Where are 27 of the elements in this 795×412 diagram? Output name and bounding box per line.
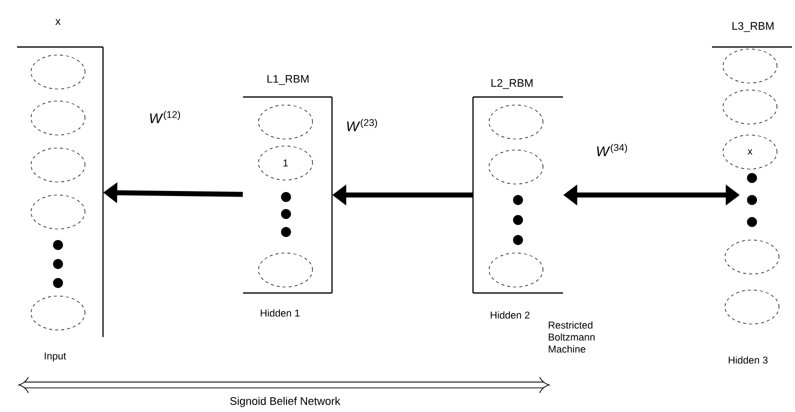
unit-ellipse: [258, 252, 313, 288]
unit-ellipse: [30, 148, 86, 182]
note-text: Restricted Boltzmann Machine: [548, 321, 595, 353]
layer-caption: Hidden 3: [728, 356, 768, 364]
weight-label: W$^{(12)}$: [148, 110, 182, 124]
unit-ellipse: [488, 252, 544, 288]
unit-ellipse: [488, 104, 544, 140]
unit-ellipse: [30, 296, 86, 330]
unit-ellipse: [30, 100, 86, 136]
weight-label: W$^{(23)}$: [344, 118, 380, 132]
unit-ellipse: [724, 290, 780, 324]
weight-label: W$^{(34)}$: [594, 142, 630, 158]
unit-ellipse: [30, 194, 86, 230]
unit-ellipse: [722, 90, 778, 124]
layer-caption: Hidden 1: [260, 309, 300, 317]
unit-ellipse: [722, 48, 778, 84]
layer-heading: L2_RBM: [492, 79, 532, 89]
layer-caption: Input: [44, 352, 66, 362]
unit-ellipse: [258, 104, 313, 140]
layer-heading: L1_RBM: [268, 75, 308, 85]
layer-heading: L3_RBM: [732, 22, 774, 32]
unit-ellipse: [724, 240, 780, 274]
layer-heading: x: [55, 19, 61, 25]
layer-caption: Hidden 2: [490, 311, 530, 319]
span-label: Signoid Belief Network: [230, 396, 340, 408]
unit-ellipse: [30, 54, 86, 90]
unit-ellipse: [488, 150, 544, 184]
